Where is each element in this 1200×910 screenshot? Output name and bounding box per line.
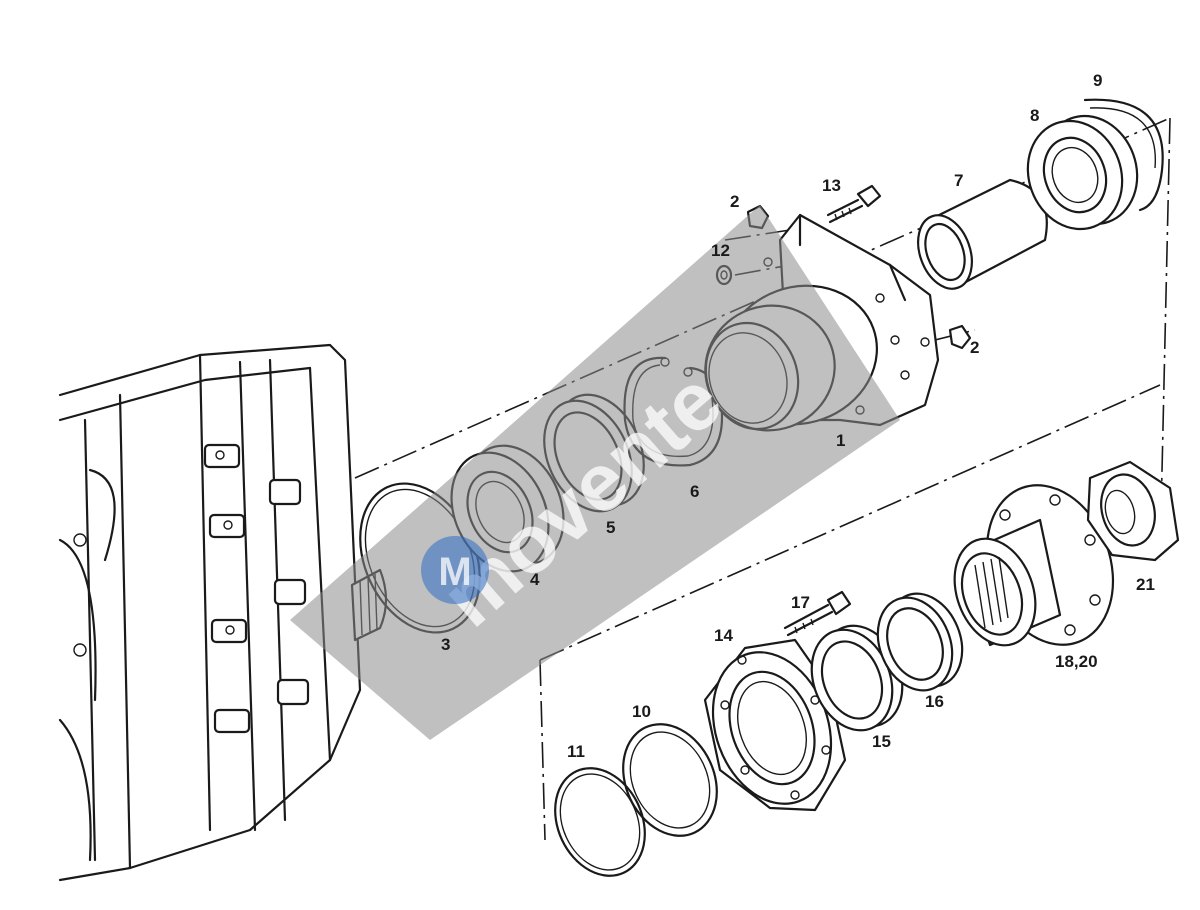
callout-17: 17 xyxy=(791,593,810,612)
watermark-logo-icon xyxy=(421,536,489,604)
callout-3: 3 xyxy=(441,635,450,654)
callout-5: 5 xyxy=(606,518,615,537)
part-14-flange-cover xyxy=(703,638,847,812)
watermark-logo-letters: M xyxy=(438,550,471,594)
part-17-bolt xyxy=(783,590,852,637)
callout-10: 10 xyxy=(632,702,651,721)
part-8-bearing xyxy=(1026,114,1139,231)
part-7-sleeve xyxy=(917,178,1048,290)
callout-15: 15 xyxy=(872,732,891,751)
callout-labels: 1 2 2 3 4 5 6 7 8 9 10 11 12 13 14 15 16… xyxy=(441,71,1155,761)
callout-13: 13 xyxy=(822,176,841,195)
callout-16: 16 xyxy=(925,692,944,711)
watermark: movente M xyxy=(290,205,900,740)
callout-9: 9 xyxy=(1093,71,1102,90)
callout-1: 1 xyxy=(836,431,845,450)
part-21-nut xyxy=(1086,460,1180,562)
part-10-gasket-ring xyxy=(622,723,718,837)
callout-8: 8 xyxy=(1030,106,1039,125)
part-18-20-output-flange xyxy=(953,484,1115,647)
callout-2b: 2 xyxy=(970,338,979,357)
callout-21: 21 xyxy=(1136,575,1155,594)
callout-6: 6 xyxy=(690,482,699,501)
callout-18-20: 18,20 xyxy=(1055,652,1098,671)
callout-14: 14 xyxy=(714,626,733,645)
part-13-bolt xyxy=(826,184,882,224)
callout-11: 11 xyxy=(567,742,585,761)
callout-7: 7 xyxy=(954,171,963,190)
callout-2a: 2 xyxy=(730,192,739,211)
part-16-spacer xyxy=(876,592,964,692)
housing-lugs xyxy=(73,443,310,734)
callout-4: 4 xyxy=(530,570,540,589)
part-11-seal-ring xyxy=(554,767,646,877)
part-9-snap-ring xyxy=(1083,98,1164,212)
callout-12: 12 xyxy=(711,241,730,260)
